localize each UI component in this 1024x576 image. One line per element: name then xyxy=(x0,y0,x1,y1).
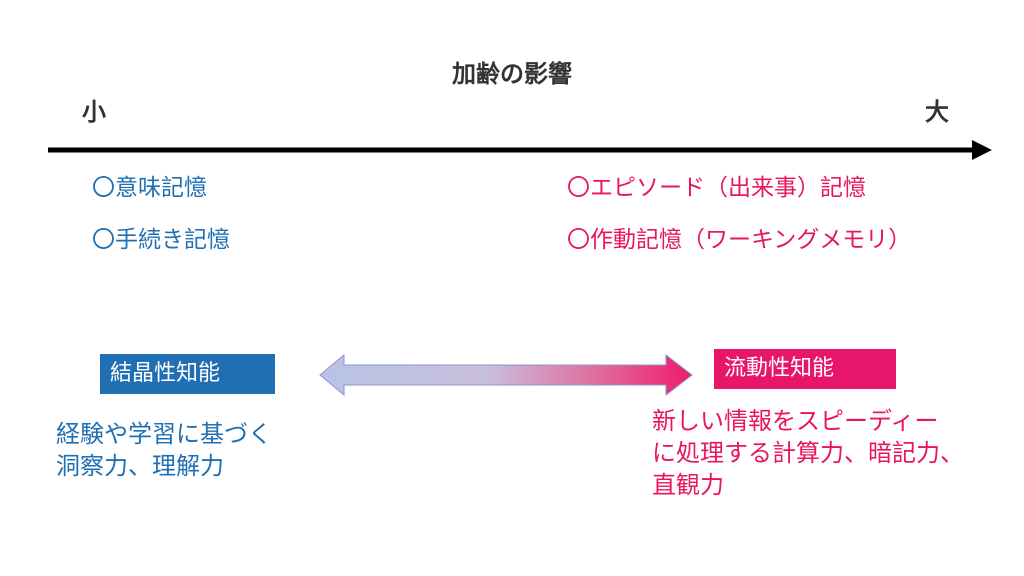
fluid-intelligence-label: 流動性知能 xyxy=(714,349,896,389)
fluid-description-line: 直観力 xyxy=(652,471,724,499)
intelligence-spectrum-arrow xyxy=(319,353,693,397)
memory-low-item-procedural: 〇手続き記憶 xyxy=(92,227,230,253)
fluid-description: 新しい情報をスピーディー に処理する計算力、暗記力、 直観力 xyxy=(652,405,964,501)
crystallized-description: 経験や学習に基づく 洞察力、理解力 xyxy=(56,418,272,482)
memory-high-item-working: 〇作動記憶（ワーキングメモリ） xyxy=(567,227,912,253)
fluid-description-line: 新しい情報をスピーディー xyxy=(652,407,939,435)
axis-arrowhead xyxy=(972,140,992,160)
axis-large-label: 大 xyxy=(925,98,949,126)
axis-small-label: 小 xyxy=(82,98,106,126)
impact-axis-arrow xyxy=(48,140,992,160)
double-arrow-shape xyxy=(319,353,693,397)
fluid-description-line: に処理する計算力、暗記力、 xyxy=(652,439,964,467)
memory-low-item-semantic: 〇意味記憶 xyxy=(92,175,207,201)
page-title: 加齢の影響 xyxy=(452,60,572,88)
crystallized-intelligence-label: 結晶性知能 xyxy=(100,354,275,394)
crystallized-description-line: 洞察力、理解力 xyxy=(56,452,224,480)
crystallized-description-line: 経験や学習に基づく xyxy=(56,420,272,448)
memory-high-item-episodic: 〇エピソード（出来事）記憶 xyxy=(567,175,866,201)
